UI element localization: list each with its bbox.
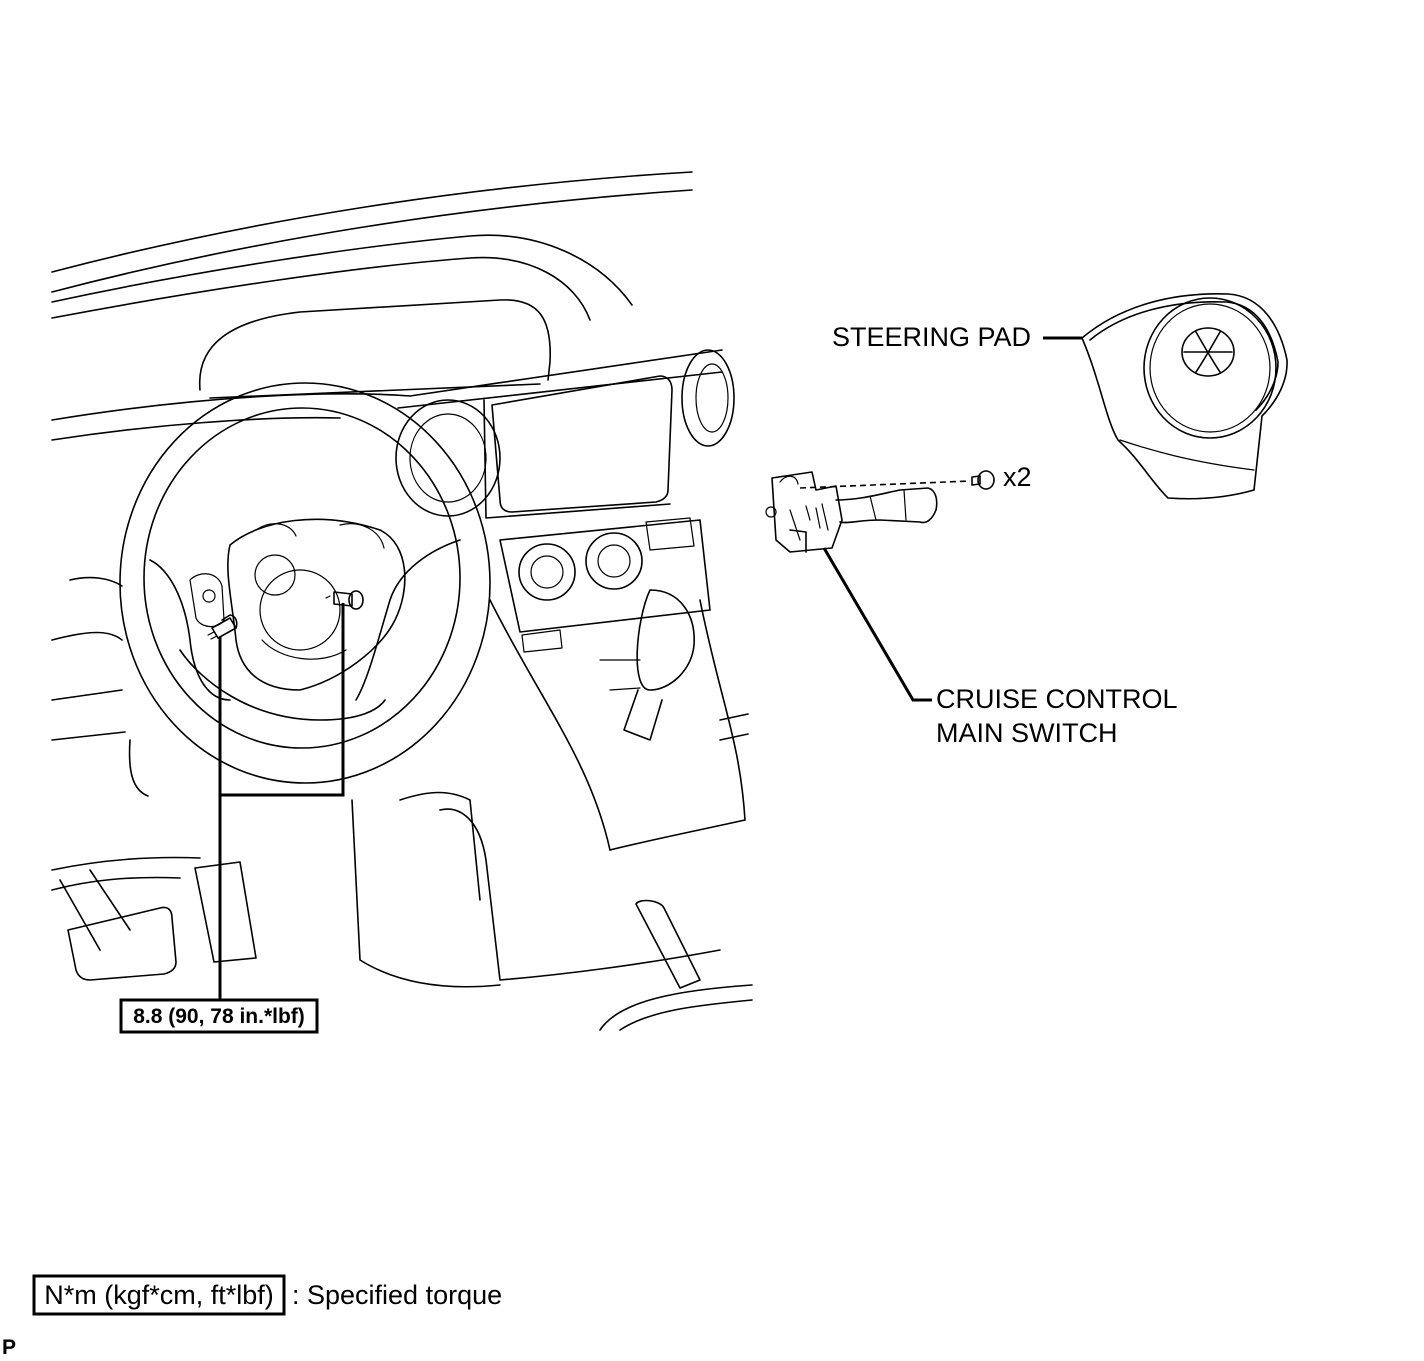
cruise-switch-label-line2: MAIN SWITCH (936, 718, 1118, 748)
bolt-right (325, 590, 364, 610)
screw-quantity: x2 (1003, 462, 1032, 492)
legend-box-text: N*m (kgf*cm, ft*lbf) (44, 1280, 274, 1310)
cruise-switch-label-line1: CRUISE CONTROL (936, 684, 1178, 714)
cruise-switch-leader (822, 547, 932, 702)
torque-leader-lines (218, 603, 345, 1002)
dashboard-illustration (51, 171, 753, 1031)
steering-pad-label: STEERING PAD (832, 322, 1031, 352)
corner-mark: P (2, 1336, 16, 1359)
steering-wheel-illustration (119, 382, 491, 784)
torque-callout: 8.8 (90, 78 in.*lbf) (119, 998, 319, 1034)
cruise-switch-illustration (765, 470, 995, 553)
torque-callout-text: 8.8 (90, 78 in.*lbf) (133, 1005, 305, 1028)
torque-legend: N*m (kgf*cm, ft*lbf) : Specified torque (32, 1274, 502, 1316)
bolt-left (207, 614, 238, 640)
steering-pad-illustration (1081, 293, 1288, 500)
legend-description: : Specified torque (292, 1280, 502, 1310)
